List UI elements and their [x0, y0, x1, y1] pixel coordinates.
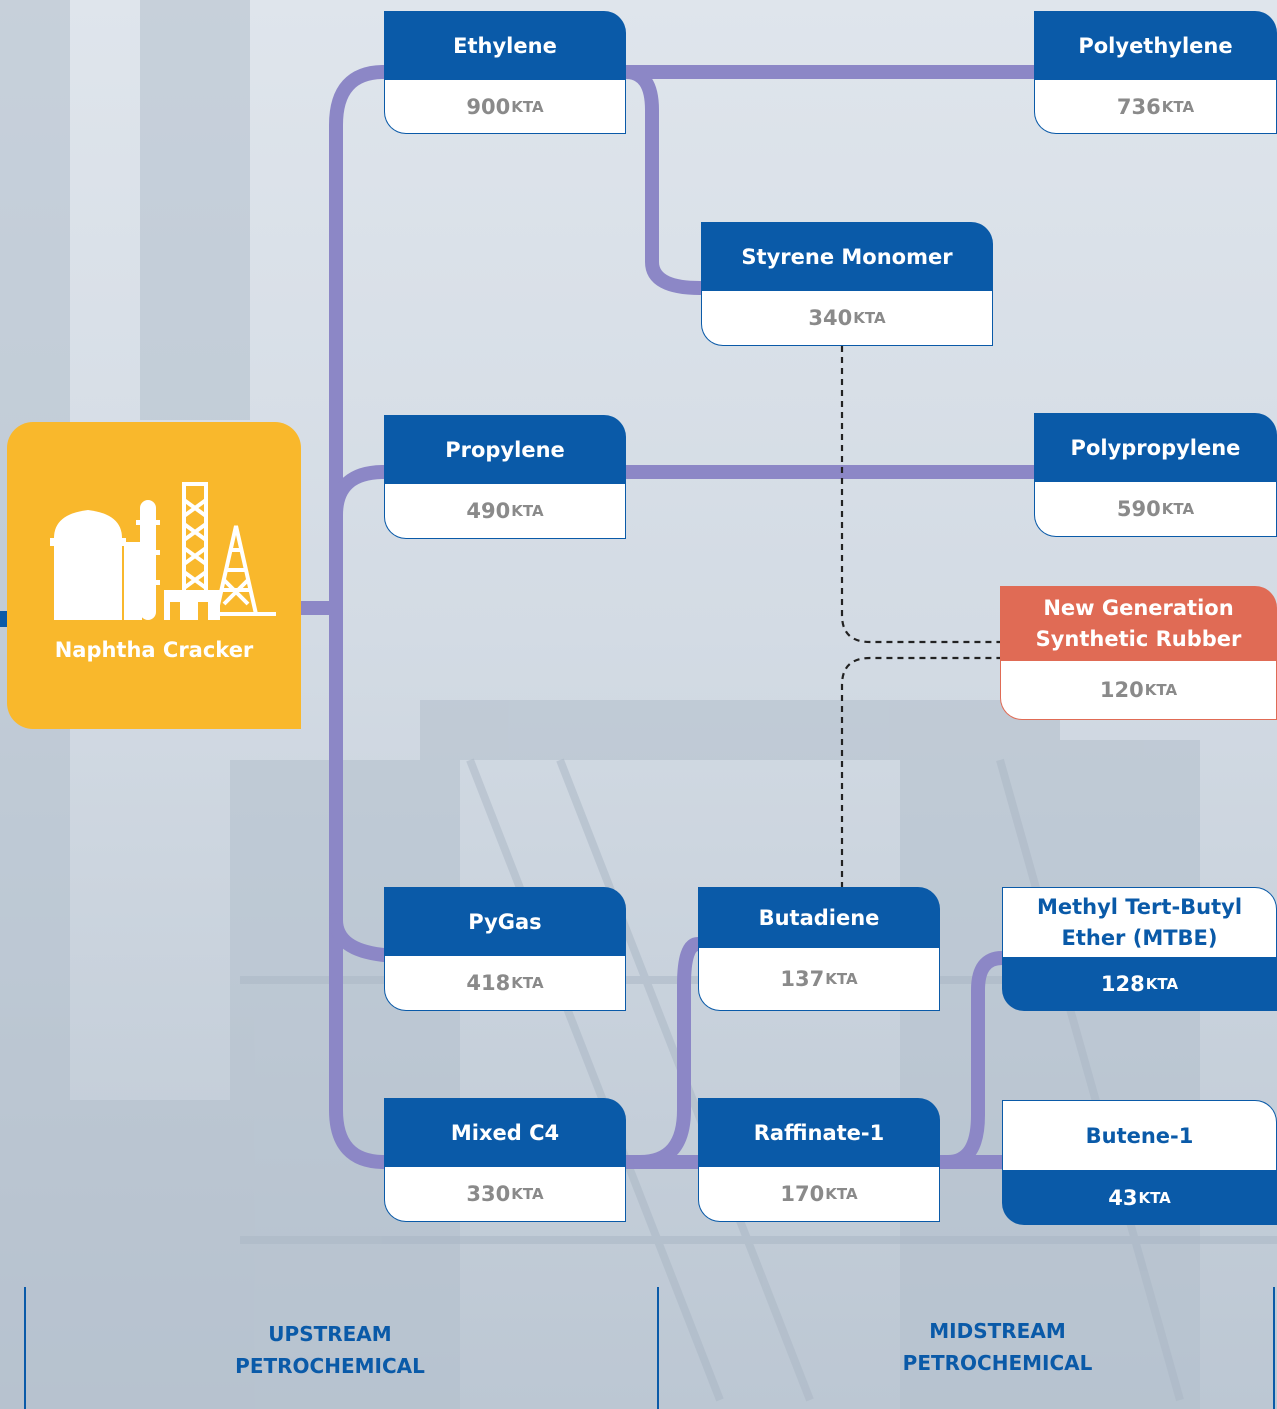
node-name: PyGas	[384, 887, 626, 957]
midstream-divider	[657, 1287, 659, 1409]
feed-input-stub	[0, 611, 8, 627]
node-name: Ethylene	[384, 11, 626, 81]
node-name: Butene-1	[1002, 1100, 1277, 1171]
ethylene-to-styrene-connector	[619, 65, 707, 295]
upstream-label: UPSTREAM PETROCHEMICAL	[235, 1322, 425, 1378]
node-name: Polyethylene	[1034, 11, 1277, 81]
node-name: Butadiene	[698, 887, 940, 949]
raffinate-to-mtbe-connector	[941, 951, 1009, 1169]
node-name: Propylene	[384, 415, 626, 485]
naphtha-cracker-label: Naphtha Cracker	[54, 638, 254, 662]
main-trunk-connector	[329, 65, 391, 1169]
trunk-to-pygas-connector	[329, 913, 391, 962]
refinery-plant-icon	[50, 482, 276, 620]
node-name: Mixed C4	[384, 1098, 626, 1168]
node-name: Methyl Tert-Butyl Ether (MTBE)	[1002, 887, 1277, 957]
node-name: Raffinate-1	[698, 1098, 940, 1168]
node-name: Polypropylene	[1034, 413, 1277, 483]
upstream-divider	[24, 1287, 26, 1409]
node-name: Styrene Monomer	[701, 222, 993, 292]
midstream-label: MIDSTREAM PETROCHEMICAL	[902, 1319, 1093, 1375]
trunk-to-propylene-connector	[329, 465, 391, 522]
node-name: New Generation Synthetic Rubber	[1000, 586, 1277, 662]
styrene-to-ngsr-dashed-connector	[840, 346, 1000, 644]
butadiene-to-ngsr-dashed-connector	[840, 656, 1000, 888]
downstream-divider	[1273, 1287, 1275, 1409]
mixedc4-to-butadiene-connector	[633, 937, 705, 1169]
